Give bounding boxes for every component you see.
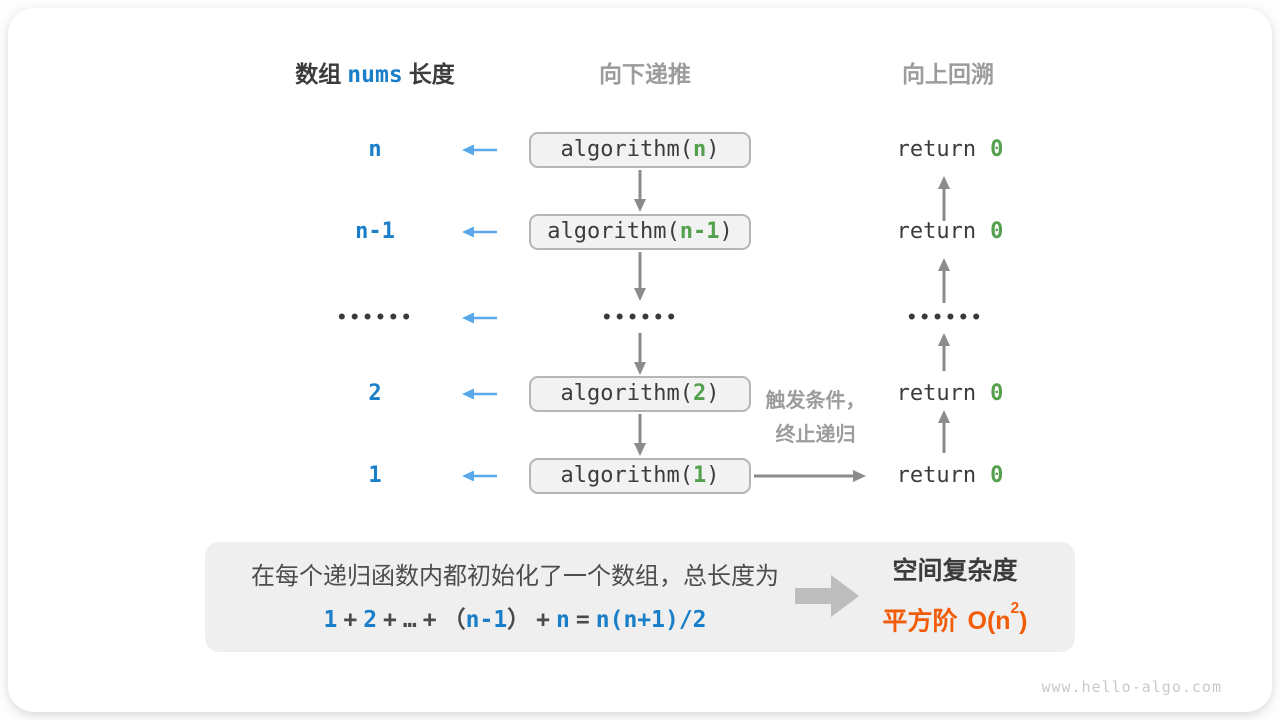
return-label-1: return 0 [880, 461, 1020, 491]
order-label: 平方阶 [882, 607, 958, 636]
base-case-note: 触发条件， 终止递归 [758, 384, 873, 452]
return-value: 0 [990, 381, 1004, 406]
big-o-notation: O(n2) [967, 600, 1028, 636]
column-header-backtrack-up: 向上回溯 [902, 61, 994, 87]
formula-term: 1 [323, 607, 338, 633]
fn-arg: n [692, 137, 707, 162]
return-keyword: return [896, 137, 977, 162]
big-o-close: ) [1019, 607, 1028, 636]
length-label-ellipsis: •••••• [336, 308, 414, 328]
fn-arg: n-1 [679, 219, 720, 244]
fn-name: algorithm( [560, 381, 693, 406]
return-keyword: return [896, 463, 977, 488]
formula-term: n [556, 607, 570, 633]
call-box-2: algorithm(2) [529, 376, 751, 412]
base-case-note-line2: 终止递归 [775, 424, 856, 446]
fn-close: ) [706, 137, 720, 162]
length-label-1: 1 [368, 463, 382, 488]
space-complexity-result: 平方阶 O(n2) [855, 598, 1055, 639]
return-label-n1: return 0 [880, 217, 1020, 247]
length-label-n: n [368, 137, 382, 162]
summary-panel: 在每个递归函数内都初始化了一个数组，总长度为 1+2+…+（n-1）+n=n(n… [205, 542, 1075, 652]
return-ellipsis: •••••• [906, 308, 984, 328]
space-complexity-title: 空间复杂度 [892, 557, 1018, 585]
base-case-note-line1: 触发条件， [765, 390, 866, 412]
formula-term: 2 [363, 607, 378, 633]
return-value: 0 [990, 463, 1004, 488]
header-length-text: 长度 [408, 61, 455, 87]
total-length-formula: 1+2+…+（n-1）+n=n(n+1)/2 [225, 600, 805, 634]
fn-name: algorithm( [560, 463, 693, 488]
call-box-1: algorithm(1) [529, 458, 751, 494]
header-array-text: 数组 [295, 61, 342, 87]
formula-operator: + [343, 607, 358, 633]
formula-term: n-1 [465, 607, 508, 633]
fn-arg: 2 [692, 381, 707, 406]
site-watermark: www.hello-algo.com [1041, 678, 1222, 696]
summary-description: 在每个递归函数内都初始化了一个数组，总长度为 [251, 563, 779, 590]
fn-close: ) [719, 219, 733, 244]
length-label-n1: n-1 [355, 219, 395, 244]
call-box-n: algorithm(n) [529, 132, 751, 168]
fn-arg: 1 [692, 463, 707, 488]
call-ellipsis: •••••• [601, 308, 679, 328]
fn-name: algorithm( [560, 137, 693, 162]
return-keyword: return [896, 219, 977, 244]
formula-result: n(n+1)/2 [595, 607, 707, 633]
return-keyword: return [896, 381, 977, 406]
formula-operator: + [383, 607, 397, 633]
return-value: 0 [990, 219, 1004, 244]
header-nums-code: nums [347, 62, 403, 88]
formula-paren: ） [507, 607, 531, 633]
formula-operator: + [422, 607, 437, 633]
return-value: 0 [990, 137, 1004, 162]
call-box-n1: algorithm(n-1) [529, 214, 751, 250]
block-arrow-icon [795, 575, 859, 617]
fn-name: algorithm( [547, 219, 680, 244]
formula-ellipsis: … [402, 607, 417, 633]
big-o-exponent: 2 [1010, 600, 1020, 618]
formula-equals: = [575, 607, 590, 633]
column-header-recurse-down: 向下递推 [599, 61, 691, 87]
fn-close: ) [706, 381, 720, 406]
return-label-2: return 0 [880, 379, 1020, 409]
formula-operator: + [536, 607, 551, 633]
length-label-2: 2 [368, 381, 382, 406]
big-o-open: O(n [967, 607, 1011, 636]
fn-close: ) [706, 463, 720, 488]
formula-paren: （ [442, 607, 466, 633]
return-label-n: return 0 [880, 135, 1020, 165]
